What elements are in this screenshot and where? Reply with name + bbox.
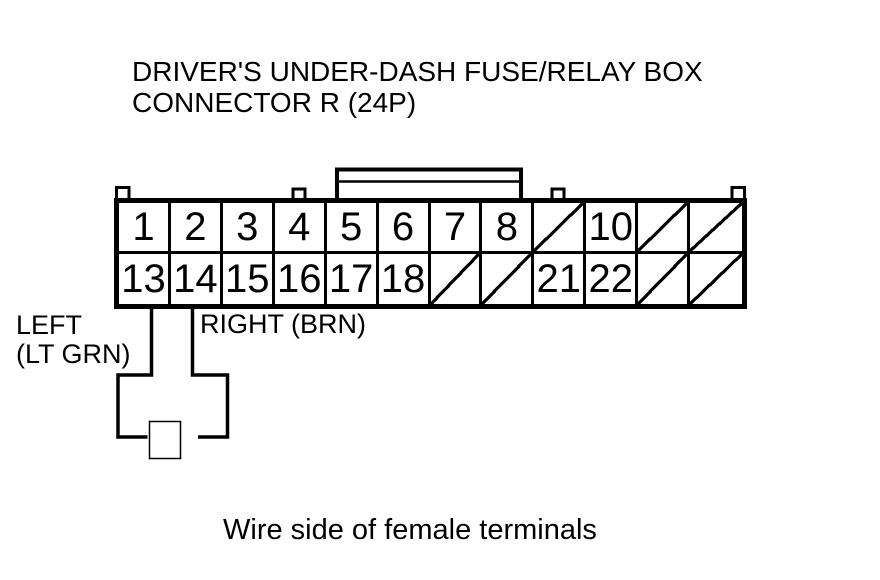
pin-cell-7: 7 <box>430 203 483 254</box>
pin-cell-6: 6 <box>378 203 431 254</box>
title-line-2: CONNECTOR R (24P) <box>132 87 417 118</box>
pin-cell-22: 22 <box>586 253 639 304</box>
pin-cell-4: 4 <box>274 203 327 254</box>
pin-cell-20 <box>482 253 535 304</box>
pin-cell-24 <box>690 253 742 304</box>
pin-cell-12 <box>690 203 742 254</box>
diagram-title: DRIVER'S UNDER-DASH FUSE/RELAY BOX CONNE… <box>132 56 703 118</box>
wire-label-right: RIGHT (BRN) <box>200 309 366 339</box>
pin-cell-13: 13 <box>119 253 171 304</box>
pin-cell-15: 15 <box>223 253 275 304</box>
diagram-caption: Wire side of female terminals <box>223 514 597 546</box>
wire-label-left: LEFT (LT GRN) <box>16 311 131 369</box>
pin-cell-19 <box>430 253 483 304</box>
shell-notch-left <box>115 186 131 203</box>
shell-notch-right <box>730 186 746 203</box>
key-bump-left <box>291 187 307 203</box>
pin-cell-10: 10 <box>586 203 639 254</box>
pin-cell-2: 2 <box>170 203 223 254</box>
pin-cell-3: 3 <box>222 203 275 254</box>
pin-cell-17: 17 <box>327 253 379 304</box>
terminal-square-symbol <box>148 420 182 460</box>
pin-cell-23 <box>638 253 691 304</box>
pin-cell-8: 8 <box>482 203 535 254</box>
lock-tab <box>335 167 523 203</box>
pin-cell-14: 14 <box>171 253 223 304</box>
pin-cell-16: 16 <box>275 253 327 304</box>
pin-cell-18: 18 <box>379 253 431 304</box>
pin-cell-11 <box>638 203 691 254</box>
pin-cell-9 <box>534 203 587 254</box>
pin-cell-1: 1 <box>119 203 171 254</box>
connector-pin-grid: 1 2 3 4 5 6 7 8 10 13 14 15 16 17 18 21 … <box>114 198 747 309</box>
wire-pin13-left <box>116 305 154 439</box>
key-bump-right <box>550 187 566 203</box>
pin-cell-5: 5 <box>326 203 379 254</box>
wire-label-left-line1: LEFT <box>16 310 83 340</box>
pin-cell-21: 21 <box>534 253 587 304</box>
title-line-1: DRIVER'S UNDER-DASH FUSE/RELAY BOX <box>132 56 703 87</box>
wire-label-left-line2: (LT GRN) <box>16 339 131 369</box>
wire-pin14-right <box>190 305 230 439</box>
